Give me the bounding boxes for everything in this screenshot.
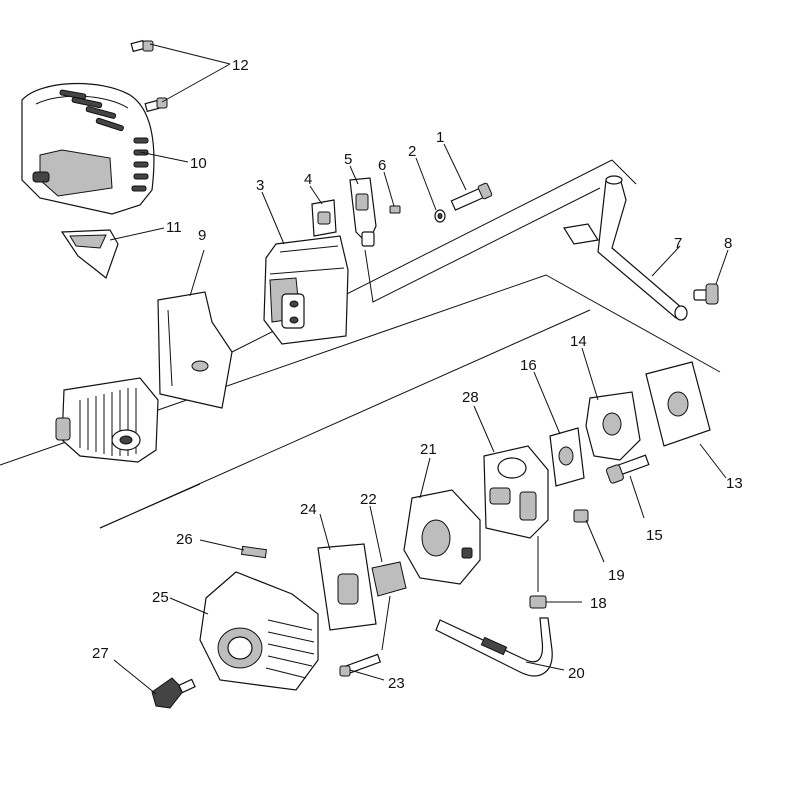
callout-4: 4 (304, 171, 312, 188)
callout-23: 23 (388, 675, 405, 692)
callout-6: 6 (378, 157, 386, 174)
cover-vent-slots (59, 89, 149, 192)
handle-bolt (693, 283, 719, 305)
group-boundary-lower (0, 274, 721, 529)
muffler-bracket (349, 177, 377, 247)
callout-26: 26 (176, 531, 193, 548)
screw-upper (130, 39, 154, 53)
label-sticker (240, 545, 268, 559)
callout-11: 11 (166, 219, 182, 236)
callout-10: 10 (190, 155, 207, 172)
muffler (263, 235, 349, 345)
callout-25: 25 (152, 589, 169, 606)
nut-upper (573, 509, 589, 523)
bolt (450, 182, 493, 211)
carburetor (483, 445, 549, 592)
fuel-pipe (435, 617, 553, 677)
carburetor-bolt (606, 454, 650, 484)
callout-18: 18 (590, 595, 607, 612)
callout-21: 21 (420, 441, 437, 458)
air-cleaner-cover (199, 571, 319, 691)
leader-lines (109, 43, 729, 695)
callout-19: 19 (608, 567, 625, 584)
screw-lower (144, 97, 168, 113)
small-nut (389, 205, 401, 214)
washer (434, 209, 446, 223)
callout-3: 3 (256, 177, 264, 194)
cylinder-cover (21, 82, 155, 215)
callout-5: 5 (344, 151, 352, 168)
callout-28: 28 (462, 389, 479, 406)
cover-ribs (265, 619, 315, 679)
callout-2: 2 (408, 143, 416, 160)
callout-15: 15 (646, 527, 663, 544)
air-cleaner-case (403, 489, 481, 585)
callout-8: 8 (724, 235, 732, 252)
carburetor-gasket (549, 427, 585, 487)
nut-lower (529, 595, 547, 609)
handle-bar (563, 175, 688, 321)
callout-7: 7 (674, 235, 682, 252)
cylinder (55, 377, 159, 463)
cover-knob (151, 677, 196, 709)
callout-24: 24 (300, 501, 317, 518)
muffler-gasket (311, 199, 337, 237)
callout-27: 27 (92, 645, 109, 662)
callout-16: 16 (520, 357, 537, 374)
callout-1: 1 (436, 129, 444, 146)
choke-plate (371, 561, 407, 651)
callout-9: 9 (198, 227, 206, 244)
cover-insert (60, 229, 119, 279)
heat-shield (157, 291, 233, 409)
insulator-gasket (645, 361, 711, 447)
callout-20: 20 (568, 665, 585, 682)
callout-12: 12 (232, 57, 249, 74)
callout-numbers: 1 2 3 4 5 6 7 8 9 10 11 12 13 14 15 16 1… (92, 57, 743, 692)
callout-14: 14 (570, 333, 587, 350)
callout-13: 13 (726, 475, 743, 492)
insulator (585, 391, 641, 461)
callout-22: 22 (360, 491, 377, 508)
long-screw (339, 653, 382, 677)
air-filter (317, 543, 377, 631)
